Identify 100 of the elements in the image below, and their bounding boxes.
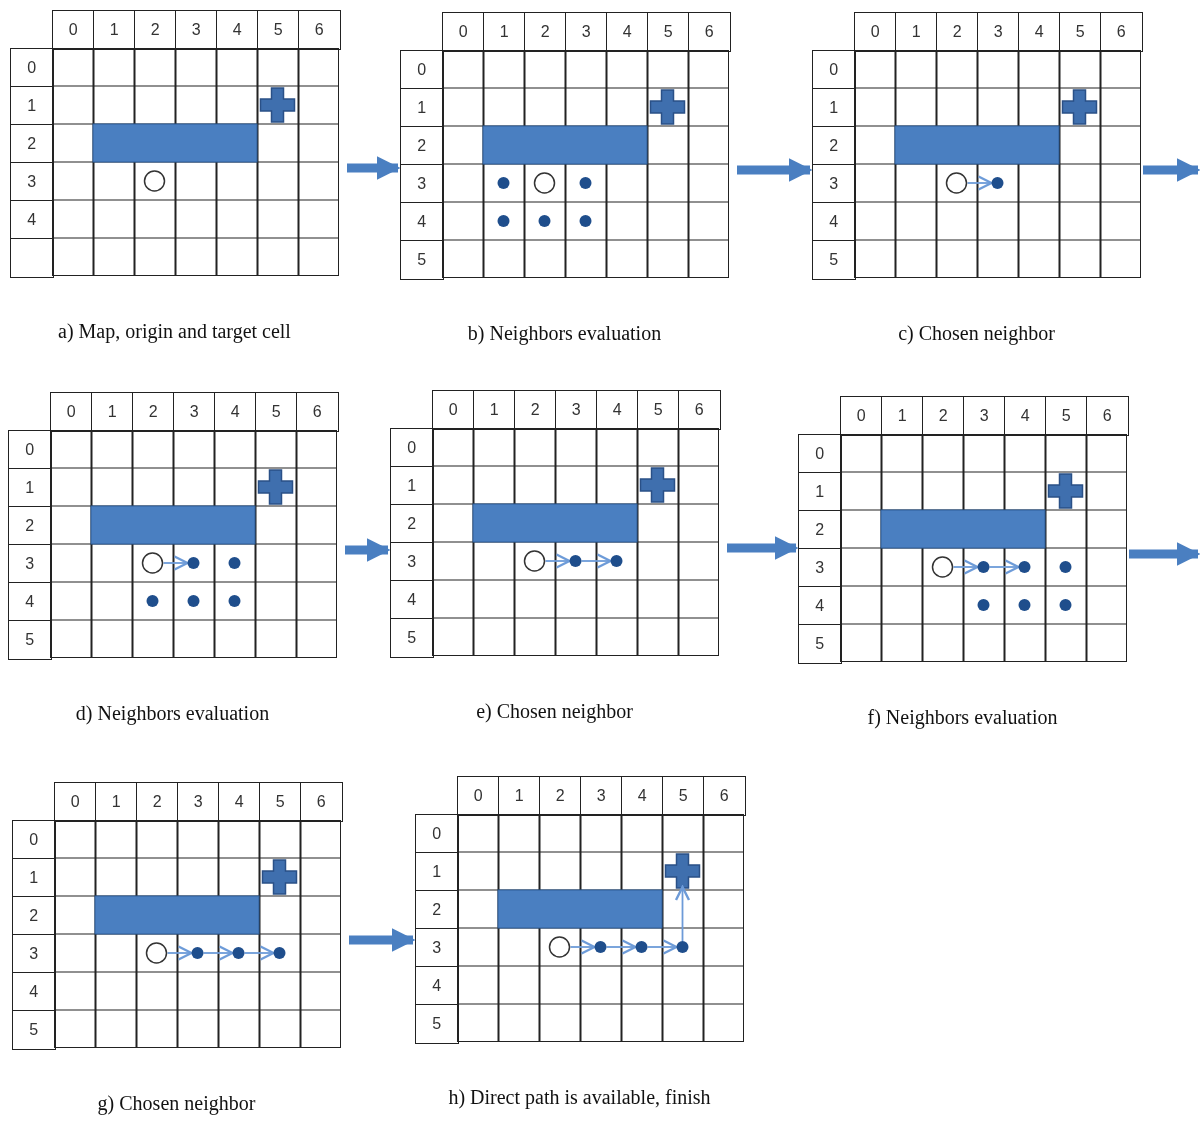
arrow <box>737 158 813 182</box>
row-header: 3 <box>12 934 56 974</box>
column-header: 4 <box>218 782 261 822</box>
row-header: 3 <box>400 164 444 204</box>
column-header: 5 <box>637 390 680 430</box>
column-header: 5 <box>662 776 705 816</box>
row-header: 0 <box>10 48 54 88</box>
column-header: 6 <box>1086 396 1129 436</box>
column-header: 4 <box>1018 12 1061 52</box>
row-header: 4 <box>400 202 444 242</box>
row-header: 1 <box>400 88 444 128</box>
row-header: 0 <box>400 50 444 90</box>
row-header: 2 <box>812 126 856 166</box>
column-header: 5 <box>257 10 300 50</box>
row-header: 5 <box>390 618 434 658</box>
row-header: 1 <box>8 468 52 508</box>
row-header: 3 <box>798 548 842 588</box>
column-header: 4 <box>216 10 259 50</box>
column-header: 1 <box>483 12 526 52</box>
row-header: 2 <box>798 510 842 550</box>
column-header: 6 <box>678 390 721 430</box>
column-header: 5 <box>647 12 690 52</box>
column-header: 4 <box>214 392 257 432</box>
column-header: 3 <box>963 396 1006 436</box>
column-header: 4 <box>606 12 649 52</box>
column-header: 0 <box>54 782 97 822</box>
column-header: 3 <box>565 12 608 52</box>
row-header: 1 <box>812 88 856 128</box>
panel-caption: c) Chosen neighbor <box>898 322 1055 344</box>
row-header: 0 <box>390 428 434 468</box>
column-header: 0 <box>840 396 883 436</box>
column-header: 2 <box>514 390 557 430</box>
column-header: 3 <box>175 10 218 50</box>
column-header: 0 <box>442 12 485 52</box>
column-header: 5 <box>1059 12 1102 52</box>
arrow <box>345 538 391 562</box>
panel-caption: d) Neighbors evaluation <box>75 702 270 724</box>
column-header: 0 <box>854 12 897 52</box>
panel-caption: b) Neighbors evaluation <box>467 322 662 344</box>
row-header: 5 <box>798 624 842 664</box>
row-header: 3 <box>390 542 434 582</box>
row-header: 4 <box>415 966 459 1006</box>
column-header: 3 <box>177 782 220 822</box>
column-header: 1 <box>91 392 134 432</box>
grid-panel <box>10 10 339 346</box>
column-header: 3 <box>977 12 1020 52</box>
grid-panel <box>8 392 337 728</box>
column-header: 3 <box>580 776 623 816</box>
column-header: 2 <box>524 12 567 52</box>
panel-caption: a) Map, origin and target cell <box>58 320 291 342</box>
row-header: 2 <box>8 506 52 546</box>
row-header: 1 <box>10 86 54 126</box>
row-header: 0 <box>812 50 856 90</box>
column-header: 6 <box>300 782 343 822</box>
column-header: 0 <box>50 392 93 432</box>
column-header: 3 <box>555 390 598 430</box>
arrow <box>347 156 401 180</box>
row-header: 4 <box>8 582 52 622</box>
row-header: 4 <box>12 972 56 1012</box>
arrow <box>349 928 416 952</box>
row-header: 1 <box>798 472 842 512</box>
row-header: 5 <box>12 1010 56 1050</box>
row-header: 4 <box>812 202 856 242</box>
row-header: 2 <box>12 896 56 936</box>
grid-panel <box>12 782 341 1118</box>
column-header: 5 <box>259 782 302 822</box>
column-header: 2 <box>936 12 979 52</box>
column-header: 1 <box>93 10 136 50</box>
row-header: 1 <box>12 858 56 898</box>
column-header: 4 <box>596 390 639 430</box>
grid-panel <box>812 12 1141 348</box>
panel-caption: e) Chosen neighbor <box>476 700 633 722</box>
row-header: 0 <box>798 434 842 474</box>
column-header: 5 <box>255 392 298 432</box>
column-header: 2 <box>134 10 177 50</box>
row-header: 3 <box>10 162 54 202</box>
row-header: 2 <box>400 126 444 166</box>
column-header: 2 <box>136 782 179 822</box>
column-header: 3 <box>173 392 216 432</box>
panel-caption: f) Neighbors evaluation <box>867 706 1058 728</box>
arrow <box>1143 158 1201 182</box>
row-header: 3 <box>8 544 52 584</box>
column-header: 1 <box>895 12 938 52</box>
column-header: 0 <box>457 776 500 816</box>
column-header: 1 <box>95 782 138 822</box>
grid-panel <box>415 776 744 1112</box>
column-header: 4 <box>1004 396 1047 436</box>
column-header: 5 <box>1045 396 1088 436</box>
row-header: 3 <box>415 928 459 968</box>
row-header: 5 <box>812 240 856 280</box>
grid-panel <box>390 390 719 726</box>
row-header: 0 <box>8 430 52 470</box>
grid-panel <box>798 396 1127 732</box>
column-header: 6 <box>688 12 731 52</box>
arrow <box>1129 542 1201 566</box>
row-header: 4 <box>10 200 54 240</box>
row-header: 2 <box>415 890 459 930</box>
column-header: 6 <box>298 10 341 50</box>
column-header: 2 <box>132 392 175 432</box>
arrow <box>727 536 799 560</box>
